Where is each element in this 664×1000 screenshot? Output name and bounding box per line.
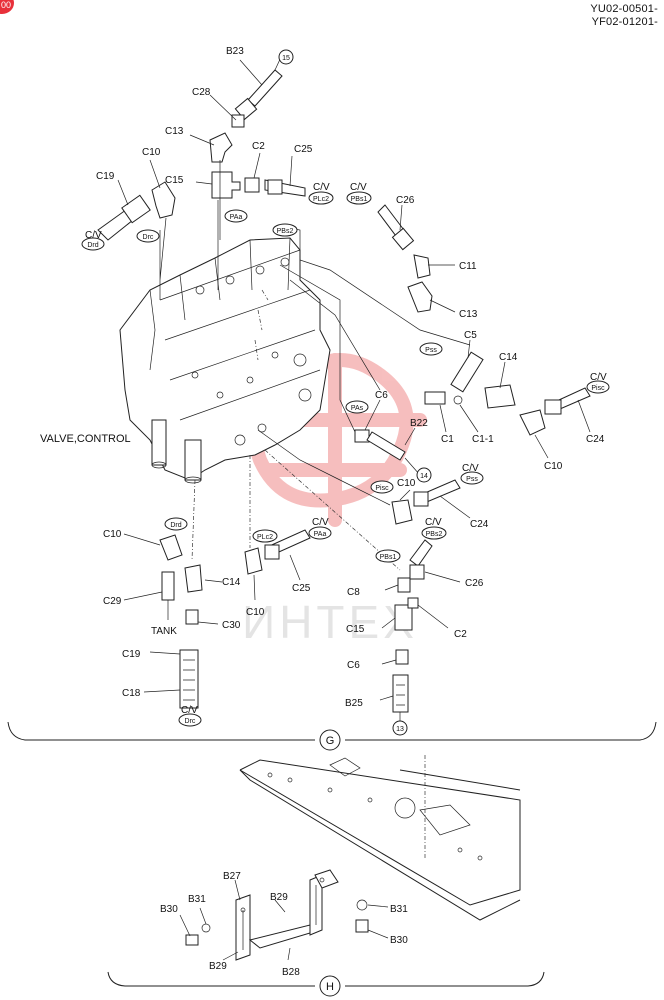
oval-drc-bottom: Drc <box>185 718 196 725</box>
oval-pbs1-bottom: PBs1 <box>380 554 397 561</box>
label-b31-left: B31 <box>188 894 206 905</box>
label-c28: C28 <box>192 87 211 98</box>
label-c10-top: C10 <box>142 147 161 158</box>
label-c1-1: C1-1 <box>472 434 494 445</box>
label-c13-top: C13 <box>165 126 184 137</box>
oval-pas: PAs <box>351 405 364 412</box>
label-c13-right: C13 <box>459 309 478 320</box>
oval-pbs1-top: PBs1 <box>351 196 368 203</box>
section-h-bracket <box>107 971 545 987</box>
mounting-bracket <box>179 869 389 961</box>
watermark-text: ИНТЕХ <box>242 596 418 648</box>
oval-pss-right: Pss <box>466 476 478 483</box>
cv-labels: C/V C/V C/V C/V C/V C/V C/V C/V <box>85 182 607 716</box>
oval-pisc-mid: Pisc <box>375 485 389 492</box>
top-fittings <box>97 54 306 300</box>
label-c15-bottom: C15 <box>346 624 365 635</box>
label-c29: C29 <box>103 596 122 607</box>
section-g-marker <box>319 729 341 751</box>
label-c26-bottom: C26 <box>465 578 484 589</box>
oval-paa-top: PAa <box>230 214 243 221</box>
label-b30-left: B30 <box>160 904 178 915</box>
label-b29-right: B29 <box>270 892 288 903</box>
label-c5: C5 <box>464 330 477 341</box>
label-c24-mid: C24 <box>470 519 489 530</box>
label-c25-top: C25 <box>294 144 313 155</box>
oval-paa-bottom: PAa <box>314 531 327 538</box>
cv-label-pbs1-top: C/V <box>350 182 367 193</box>
port-ovals: Drd Drc PAa PLc2 PBs1 PBs2 Pss Pisc PAs … <box>81 191 610 727</box>
section-g-bracket <box>7 721 657 741</box>
label-c18: C18 <box>122 688 141 699</box>
label-c10-bottom-mid: C10 <box>246 607 265 618</box>
label-c19-top: C19 <box>96 171 115 182</box>
oval-plc2-top: PLc2 <box>313 196 329 203</box>
label-c19-bottom: C19 <box>122 649 141 660</box>
label-c26-top: C26 <box>396 195 415 206</box>
label-b31-right: B31 <box>390 904 408 915</box>
lower-right-fittings <box>379 539 461 722</box>
label-c8: C8 <box>347 587 360 598</box>
cv-label-drc-bottom: C/V <box>181 705 198 716</box>
label-c10-bottom-left: C10 <box>103 529 122 540</box>
oval-drd-bottom: Drd <box>170 522 181 529</box>
cv-label-plc2-top: C/V <box>313 182 330 193</box>
cv-label-pisc-right: C/V <box>590 372 607 383</box>
page-badge: 00 <box>0 0 14 14</box>
cv-label-pss-right: C/V <box>462 463 479 474</box>
label-valve-control: VALVE,CONTROL <box>40 433 131 445</box>
oval-plc2-bottom: PLc2 <box>257 534 273 541</box>
oval-pss-mid: Pss <box>425 347 437 354</box>
label-c11: C11 <box>459 261 477 272</box>
cv-label-paa-bottom: C/V <box>312 517 329 528</box>
label-c25-bottom: C25 <box>292 583 311 594</box>
lower-left-fittings <box>123 449 401 709</box>
label-c2-top: C2 <box>252 141 265 152</box>
oval-drc-top: Drc <box>143 234 154 241</box>
oval-pbs2-top: PBs2 <box>277 228 294 235</box>
label-c14-right: C14 <box>499 352 518 363</box>
label-c24-right: C24 <box>586 434 605 445</box>
serial-range-1: YU02-00501- <box>590 3 658 15</box>
right-fittings <box>257 204 591 525</box>
control-valve-body <box>119 237 331 484</box>
cv-label-pbs2-bottom: C/V <box>425 517 442 528</box>
oval-drd-top: Drd <box>87 242 98 249</box>
section-h-label: H <box>326 981 334 993</box>
label-c6-mid: C6 <box>375 390 388 401</box>
circled-14: 14 <box>420 473 428 480</box>
label-c10-right: C10 <box>544 461 563 472</box>
circled-13: 13 <box>396 726 404 733</box>
circled-15: 15 <box>282 55 290 62</box>
label-c2-bottom: C2 <box>454 629 467 640</box>
label-b30-right: B30 <box>390 935 408 946</box>
label-tank: TANK <box>151 626 177 637</box>
label-c10-mid: C10 <box>397 478 416 489</box>
part-labels: B23 C28 C13 C2 C25 C10 C15 C19 C26 C11 C… <box>96 46 605 978</box>
label-c1: C1 <box>441 434 454 445</box>
label-b27: B27 <box>223 871 241 882</box>
label-c15-top: C15 <box>165 175 184 186</box>
serial-range-2: YF02-01201- <box>591 16 658 28</box>
label-b25: B25 <box>345 698 363 709</box>
label-c14-bottom: C14 <box>222 577 241 588</box>
oval-pbs2-bottom: PBs2 <box>426 531 443 538</box>
oval-pisc-right: Pisc <box>591 385 605 392</box>
label-b23: B23 <box>226 46 244 57</box>
callout-circles: 15 14 13 <box>278 49 432 736</box>
label-b28: B28 <box>282 967 300 978</box>
label-b29-left: B29 <box>209 961 227 972</box>
frame-plate <box>239 755 521 921</box>
cv-label-drd-top: C/V <box>85 230 102 241</box>
section-h-marker <box>319 975 341 997</box>
section-g-label: G <box>326 735 335 747</box>
label-b22: B22 <box>410 418 428 429</box>
label-c6-bottom: C6 <box>347 660 360 671</box>
label-c30: C30 <box>222 620 241 631</box>
